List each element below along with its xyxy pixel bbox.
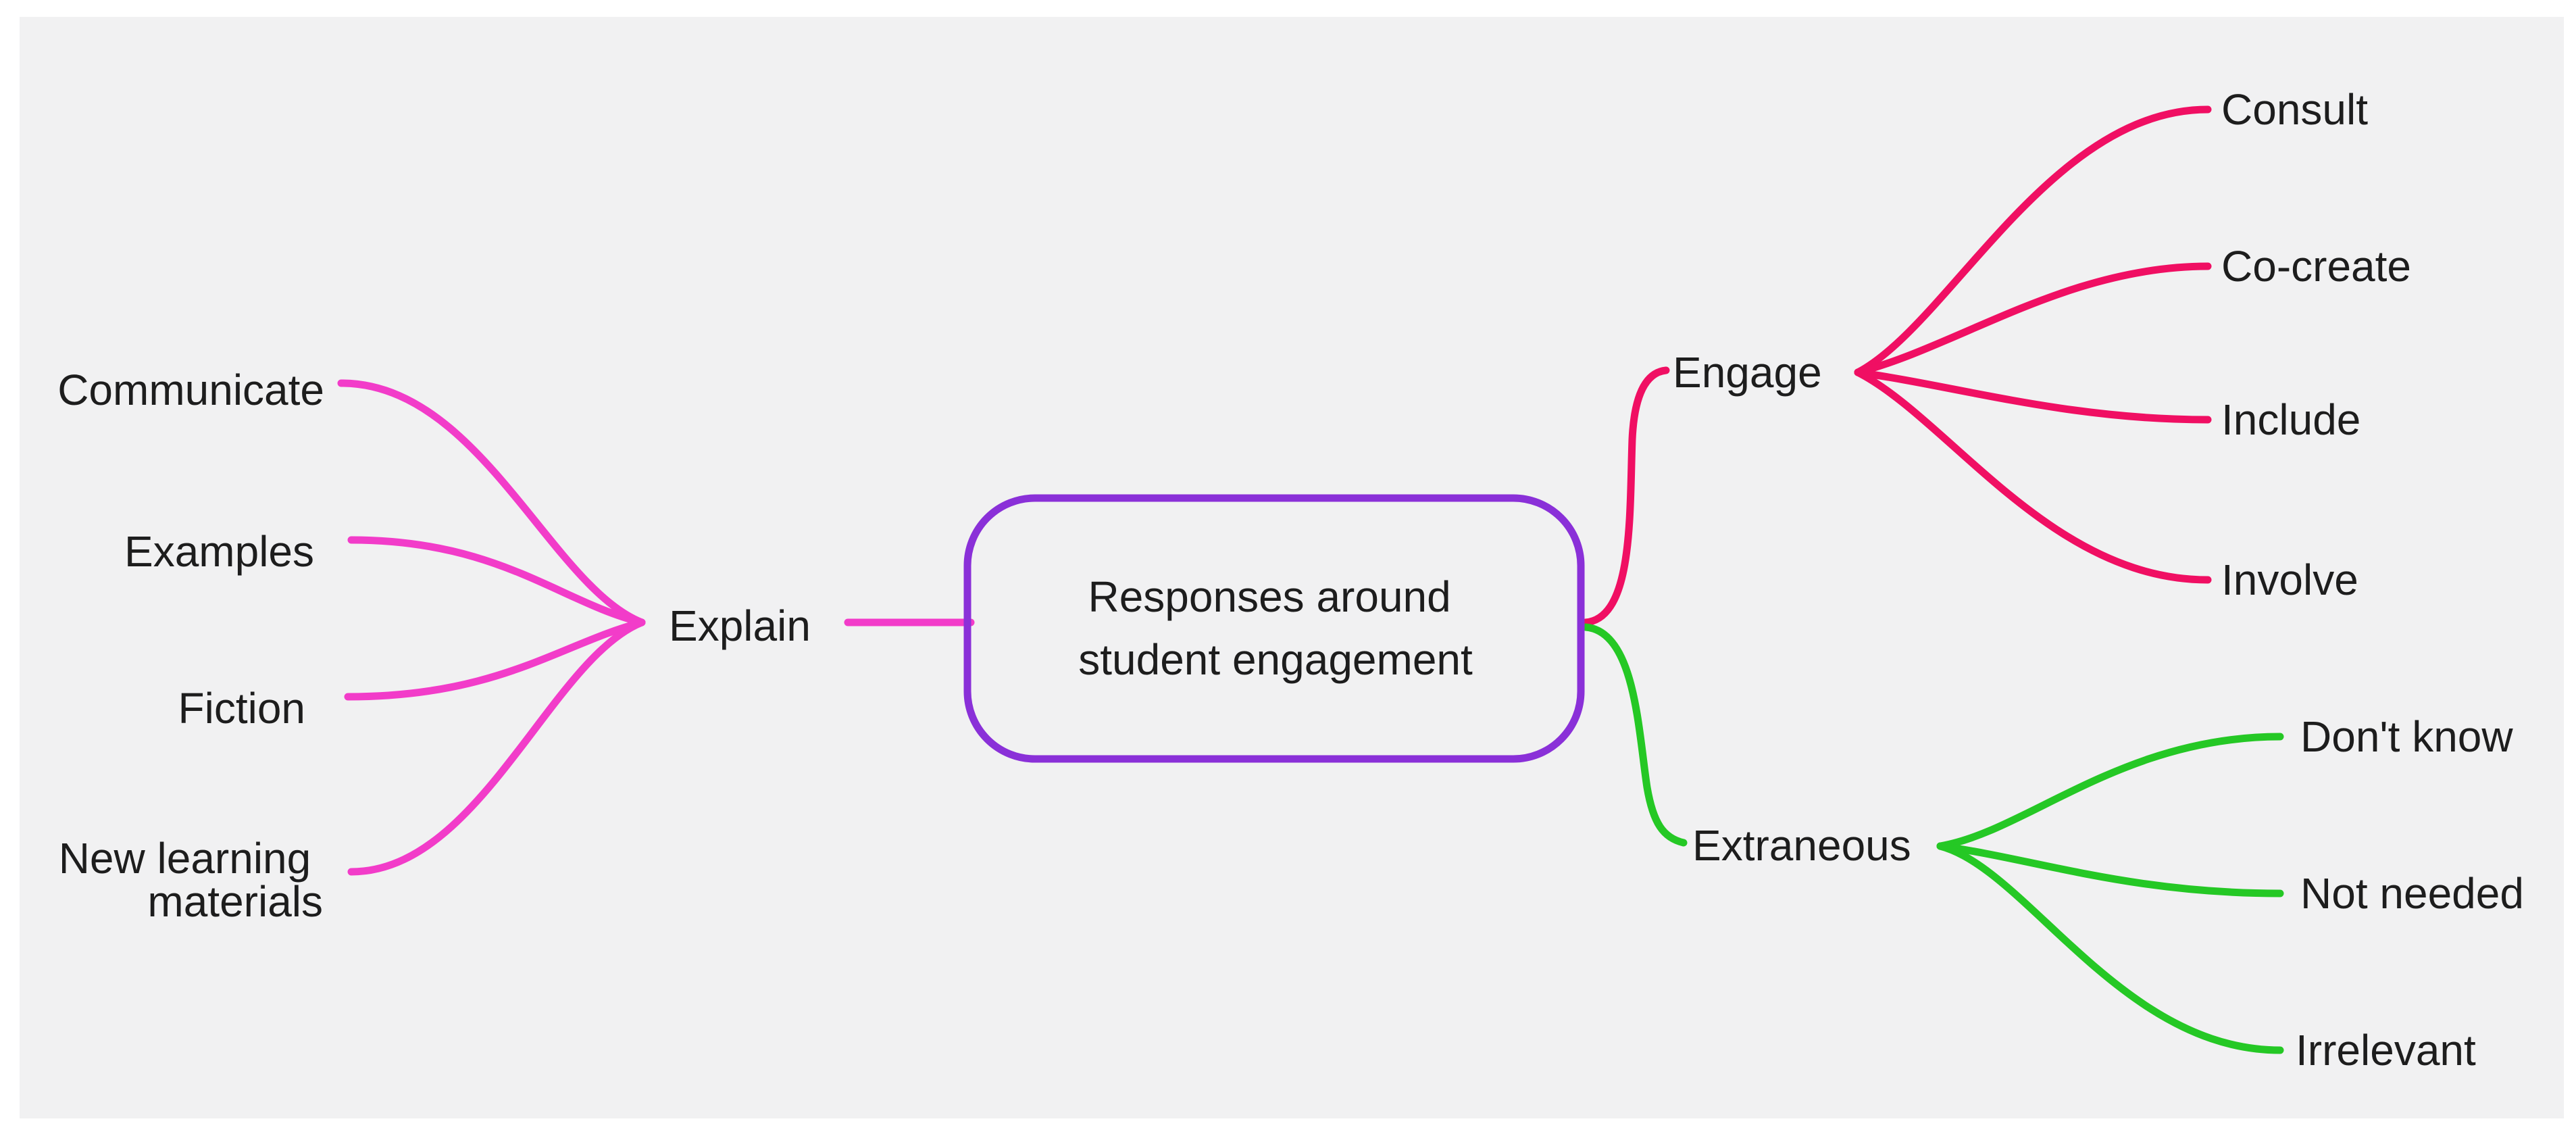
node-label-new-learning-materials-line2: materials (147, 877, 323, 926)
node-label-dont-know[interactable]: Don't know (2300, 712, 2513, 761)
root-node[interactable] (963, 494, 1585, 763)
link-extraneous-to-not-needed (1936, 842, 2284, 897)
link-root-to-engage (1582, 366, 1670, 626)
node-label-new-learning-materials[interactable]: New learning materials (59, 834, 323, 926)
link-engage-to-involve (1854, 368, 2212, 584)
branch-explain-links (337, 379, 975, 876)
branch-extraneous-links (1582, 623, 2284, 1054)
node-label-new-learning-materials-line1: New learning (59, 834, 311, 883)
link-extraneous-to-dont-know (1936, 733, 2284, 850)
link-explain-to-communicate (337, 379, 646, 626)
link-engage-to-co-create (1854, 262, 2212, 376)
node-label-explain[interactable]: Explain (669, 601, 811, 650)
link-engage-to-consult (1854, 105, 2212, 376)
node-label-consult[interactable]: Consult (2221, 85, 2368, 134)
node-label-involve[interactable]: Involve (2221, 556, 2358, 604)
canvas-surface (20, 17, 2564, 1118)
link-engage-to-include (1854, 368, 2212, 424)
node-label-extraneous[interactable]: Extraneous (1692, 821, 1911, 870)
root-node-label[interactable]: Responses around student engagement (1078, 572, 1473, 684)
node-label-irrelevant[interactable]: Irrelevant (2296, 1026, 2476, 1075)
node-label-communicate[interactable]: Communicate (57, 366, 324, 414)
link-explain-to-examples (347, 536, 646, 626)
link-explain-to-new-learning-materials (347, 618, 646, 876)
node-label-engage[interactable]: Engage (1673, 348, 1822, 397)
branch-engage-links (1582, 105, 2212, 626)
node-label-fiction[interactable]: Fiction (178, 684, 306, 733)
link-explain-to-fiction (344, 618, 646, 701)
node-label-co-create[interactable]: Co-create (2221, 242, 2411, 291)
root-node-label-line2: student engagement (1078, 635, 1473, 684)
link-root-to-extraneous (1582, 623, 1688, 847)
node-label-examples[interactable]: Examples (124, 527, 314, 576)
root-node-label-line1: Responses around (1088, 572, 1450, 621)
node-label-not-needed[interactable]: Not needed (2300, 869, 2524, 918)
link-extraneous-to-irrelevant (1936, 842, 2284, 1054)
node-label-include[interactable]: Include (2221, 395, 2360, 444)
